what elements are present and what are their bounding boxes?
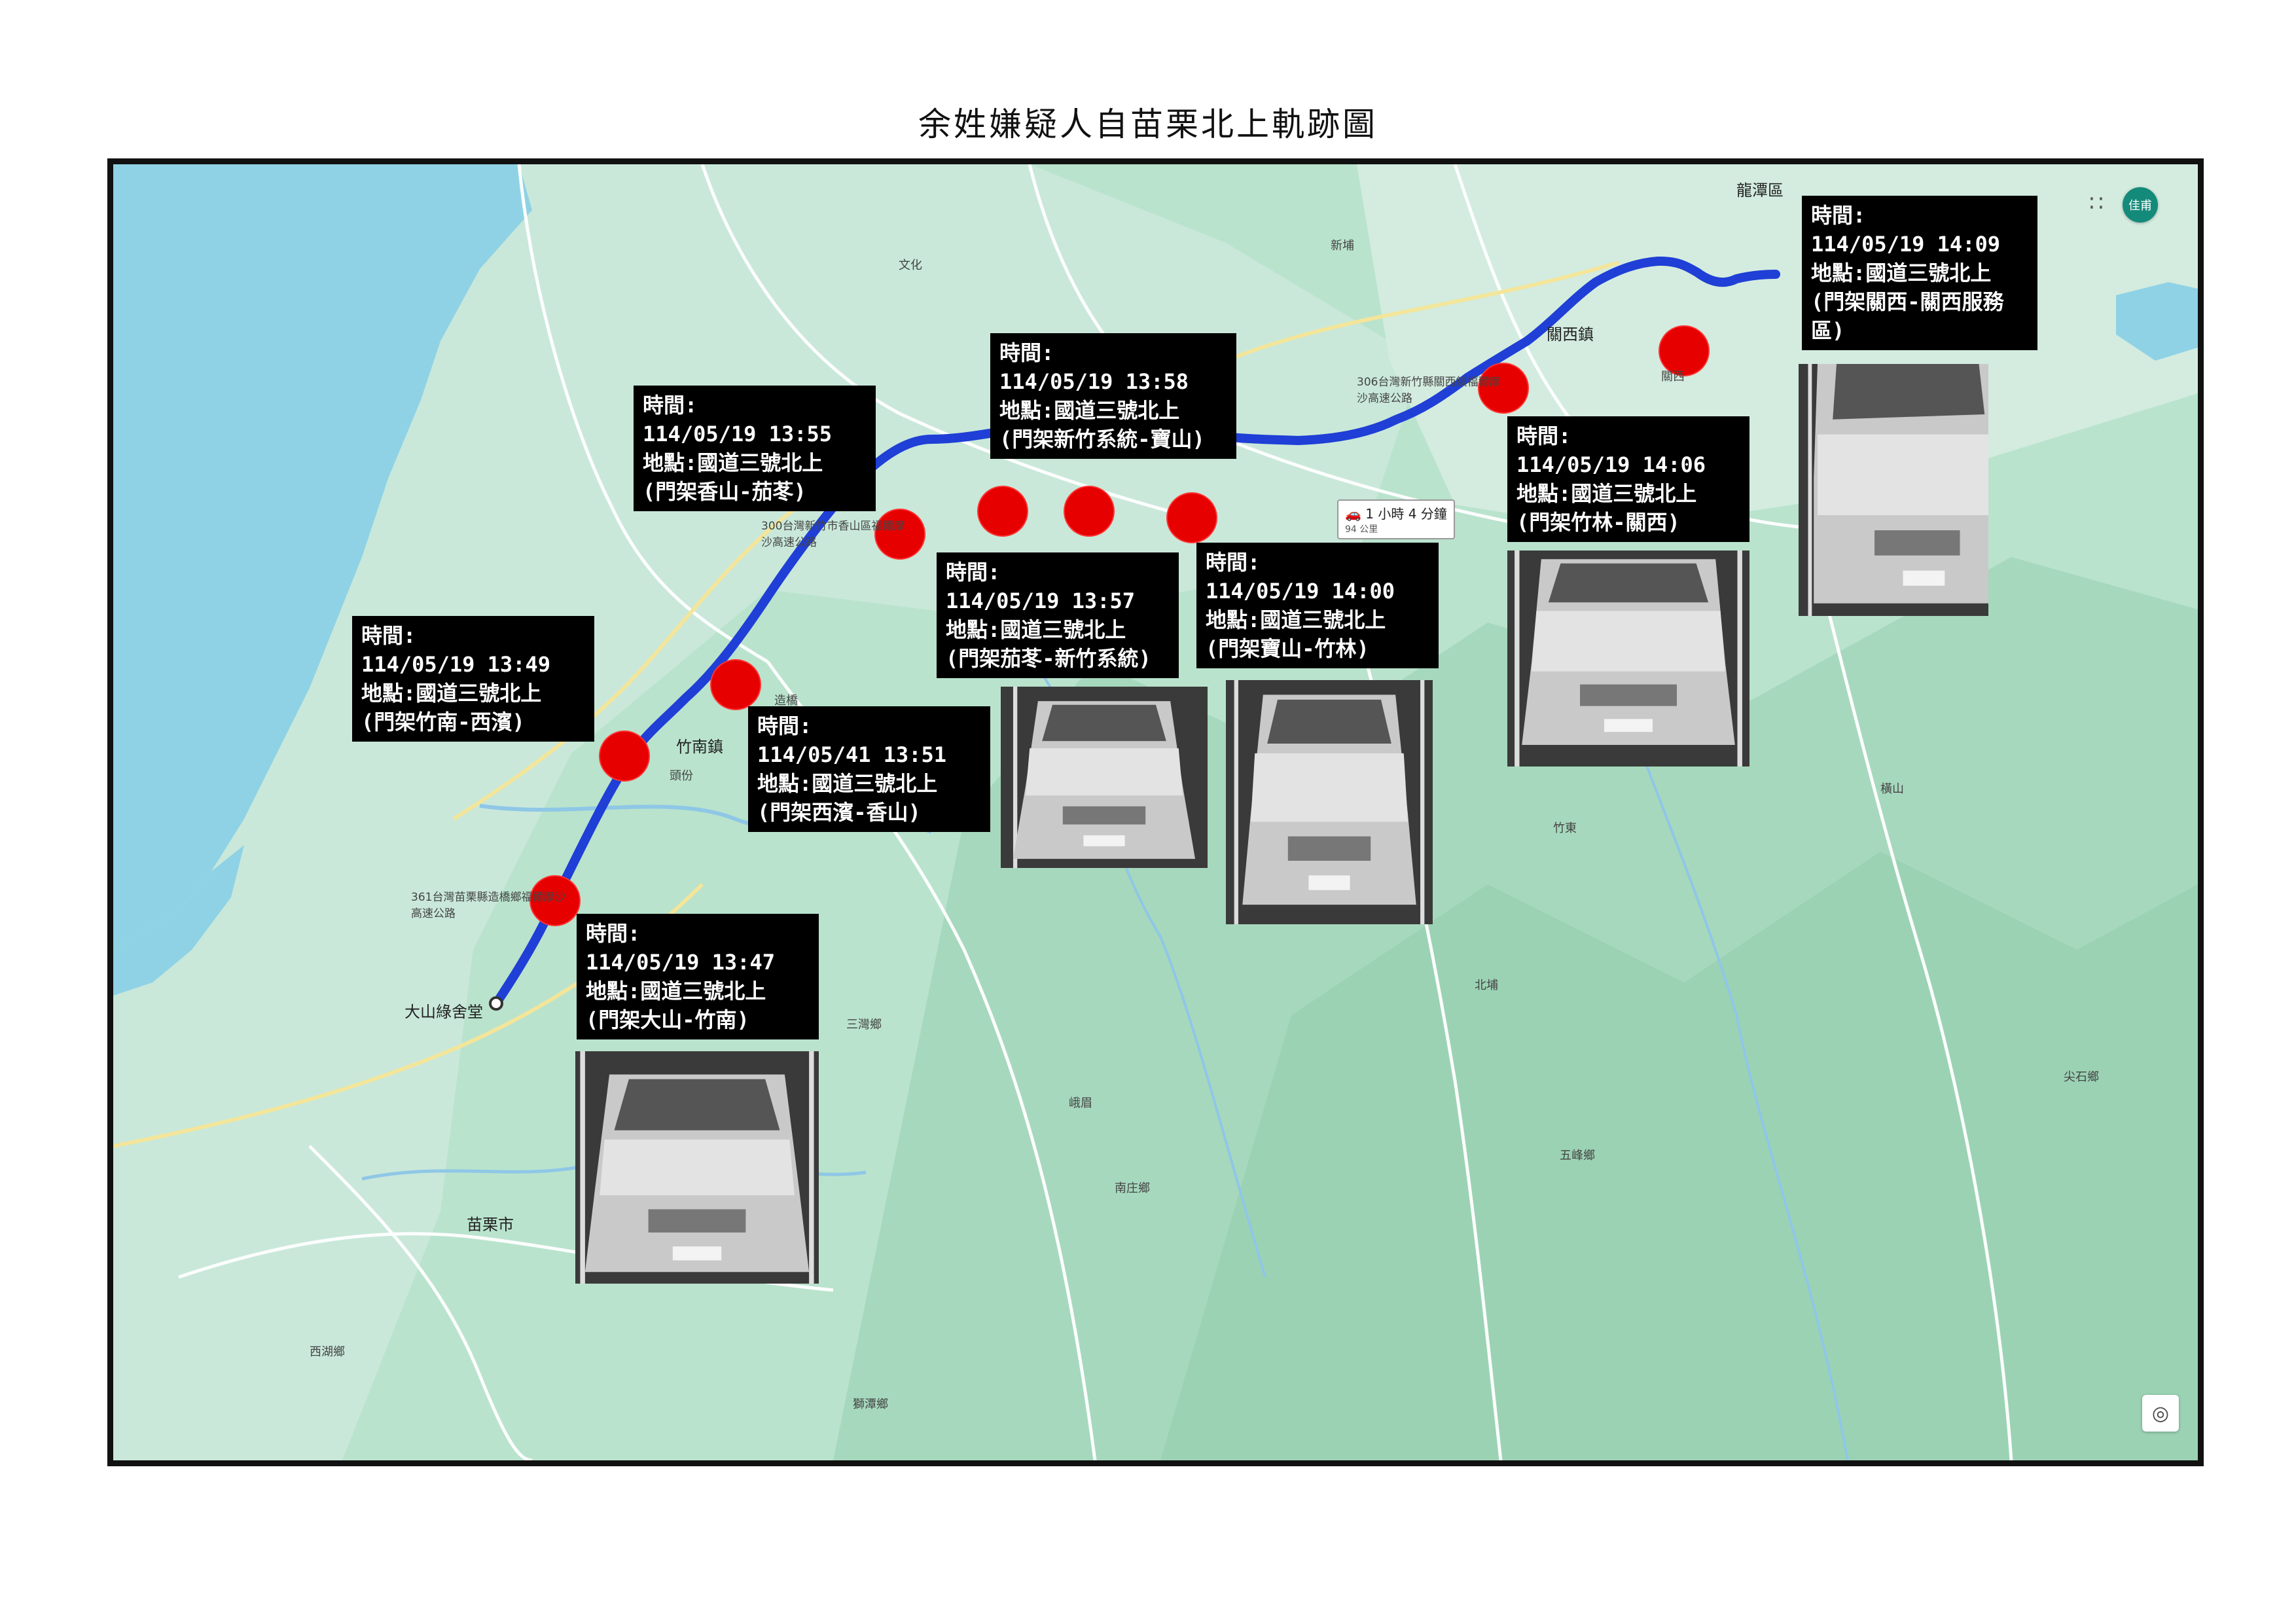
label-1351: 時間: 114/05/41 13:51 地點:國道三號北上 (門架西濱-香山)	[748, 706, 990, 832]
place-hsinchu-service: 306台灣新竹縣關西鎮福爾摩沙高速公路	[1357, 376, 1501, 405]
car-icon: 🚗	[1345, 506, 1361, 522]
route-distance: 94 公里	[1345, 524, 1378, 535]
place-guanxi: 關西	[1661, 370, 1685, 384]
place-longtan: 龍潭區	[1736, 181, 1784, 200]
place-sanwan: 三灣鄉	[846, 1018, 882, 1032]
place-wenhua: 文化	[899, 259, 922, 272]
marker-1409[interactable]	[1659, 325, 1710, 376]
place-emei: 峨眉	[1069, 1096, 1092, 1110]
car-photo-1400	[1226, 680, 1433, 924]
label-1355: 時間: 114/05/19 13:55 地點:國道三號北上 (門架香山-茄苳)	[634, 386, 876, 511]
my-location-icon[interactable]: ◎	[2142, 1395, 2179, 1432]
place-beipu: 北埔	[1475, 979, 1498, 992]
marker-1347[interactable]	[529, 875, 581, 926]
place-wufeng: 五峰鄉	[1560, 1149, 1595, 1163]
label-1357: 時間: 114/05/19 13:57 地點:國道三號北上 (門架茄苳-新竹系統…	[937, 552, 1179, 678]
marker-1355[interactable]	[874, 509, 925, 560]
place-guanxi-town: 關西鎮	[1547, 325, 1594, 344]
place-miaoli-service: 361台灣苗栗縣造橋鄉福爾摩沙高速公路	[411, 891, 566, 920]
map-frame[interactable]: 龍潭區 新埔 文化 關西鎮 關西 306台灣新竹縣關西鎮福爾摩沙高速公路 300…	[107, 158, 2204, 1466]
place-zhunan: 竹南鎮	[676, 738, 723, 756]
route-duration-chip[interactable]: 🚗 1 小時 4 分鐘 94 公里	[1337, 499, 1455, 539]
place-hengshan: 橫山	[1880, 782, 1904, 796]
car-photo-1406	[1507, 550, 1749, 767]
marker-1357[interactable]	[977, 486, 1028, 537]
place-miaoli-city: 苗栗市	[467, 1216, 514, 1234]
place-nanzhuang: 南庄鄉	[1115, 1182, 1150, 1195]
label-1358: 時間: 114/05/19 13:58 地點:國道三號北上 (門架新竹系統-寶山…	[990, 333, 1236, 459]
apps-grid-icon[interactable]: ∷	[2089, 190, 2104, 217]
place-hsinchu-city: 300台灣新竹市香山區福爾摩沙高速公路	[761, 520, 905, 549]
marker-1351[interactable]	[710, 659, 761, 710]
marker-1406[interactable]	[1478, 363, 1529, 414]
place-xinfeng: 新埔	[1331, 239, 1354, 253]
car-photo-1347	[575, 1051, 819, 1284]
label-1406: 時間: 114/05/19 14:06 地點:國道三號北上 (門架竹林-關西)	[1507, 416, 1749, 542]
place-zhudong: 竹東	[1553, 821, 1577, 835]
route-duration: 1 小時 4 分鐘	[1365, 506, 1447, 522]
label-1400: 時間: 114/05/19 14:00 地點:國道三號北上 (門架寶山-竹林)	[1196, 543, 1439, 668]
marker-1358[interactable]	[1064, 486, 1115, 537]
car-photo-1357	[1001, 687, 1208, 868]
place-toufen: 頭份	[670, 769, 693, 783]
label-1349: 時間: 114/05/19 13:49 地點:國道三號北上 (門架竹南-西濱)	[352, 616, 594, 742]
marker-1349[interactable]	[599, 731, 650, 782]
place-dashan: 大山綠舍堂	[404, 1003, 483, 1021]
label-1347: 時間: 114/05/19 13:47 地點:國道三號北上 (門架大山-竹南)	[577, 914, 819, 1039]
place-zaoqiao: 造橋	[774, 694, 798, 708]
place-jianshi: 尖石鄉	[2064, 1070, 2099, 1084]
avatar[interactable]: 佳甫	[2123, 187, 2158, 223]
place-xihu: 西湖鄉	[310, 1345, 345, 1359]
place-shitan: 獅潭鄉	[853, 1398, 888, 1411]
route-start-marker	[489, 996, 503, 1011]
car-photo-1409	[1799, 364, 1988, 616]
label-1409: 時間: 114/05/19 14:09 地點:國道三號北上 (門架關西-關西服務…	[1802, 196, 2037, 350]
page-title: 余姓嫌疑人自苗栗北上軌跡圖	[918, 105, 1378, 143]
marker-1400[interactable]	[1166, 492, 1217, 543]
